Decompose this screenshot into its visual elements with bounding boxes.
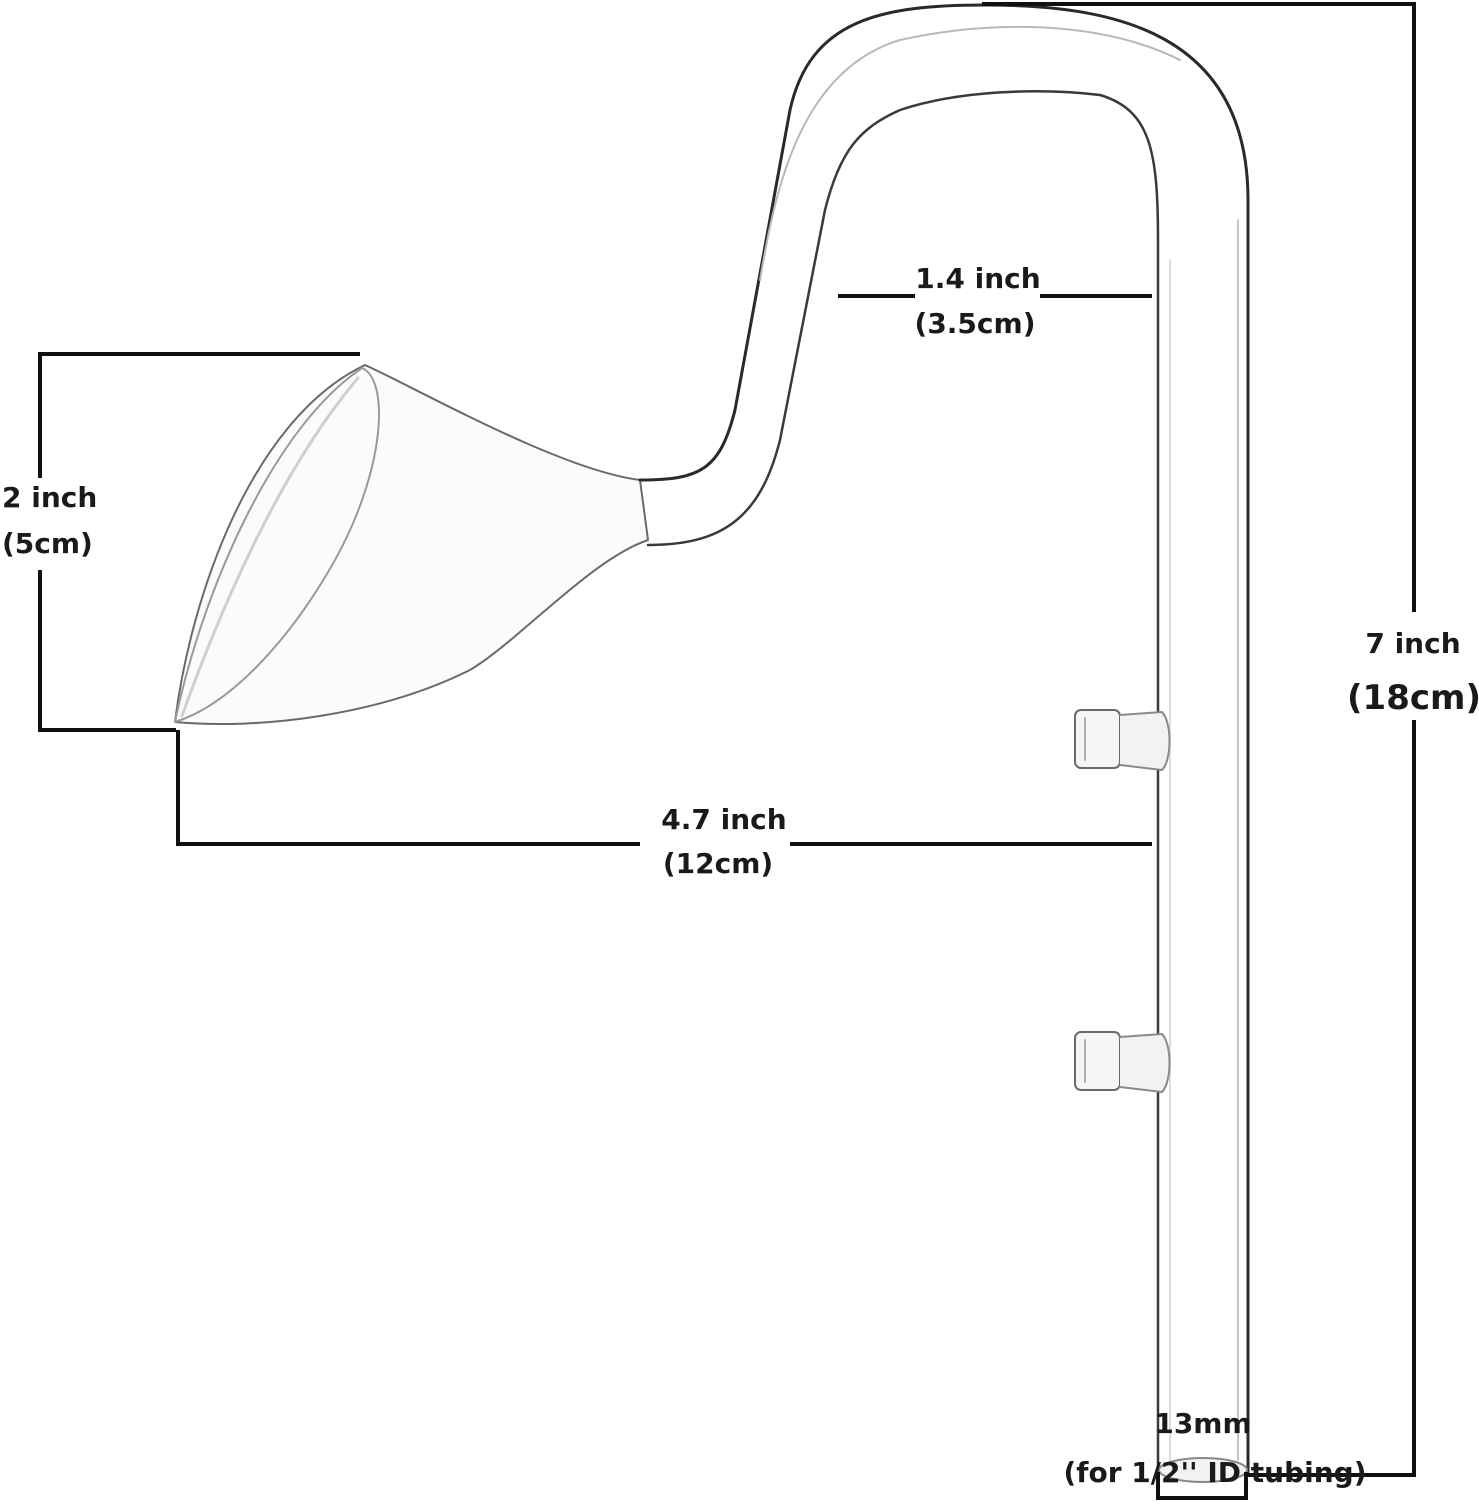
tube-diameter-label: 13mm <box>1154 1407 1252 1440</box>
dimension-lines <box>38 2 1416 1500</box>
funnel-diameter-label: 2 inch <box>2 481 98 514</box>
total-height-label: 7 inch <box>1365 627 1461 660</box>
height-bracket-top <box>982 2 1416 612</box>
height-bracket-bottom <box>1246 720 1416 1477</box>
funnel-body <box>174 364 649 726</box>
tube-diameter-note-label: (for 1/2'' ID tubing) <box>1063 1456 1367 1489</box>
funnel-bracket-top <box>38 352 360 478</box>
inlet-nozzle-lower <box>1074 1031 1171 1093</box>
tube-bottom-opening <box>1158 1457 1248 1483</box>
total-height-metric-label: (18cm) <box>1347 678 1479 718</box>
funnel-bracket-bottom <box>38 570 176 732</box>
horizontal-reach-label: 4.7 inch <box>661 803 787 836</box>
reach-bracket-left <box>176 730 640 846</box>
tube-inner <box>646 90 1160 1477</box>
funnel-rim <box>174 367 380 723</box>
top-gap-metric-label: (3.5cm) <box>914 307 1036 340</box>
glass-pipe <box>174 3 1250 1483</box>
tube-outer <box>638 3 1250 1477</box>
funnel-diameter-metric-label: (5cm) <box>2 527 93 560</box>
top-gap-label: 1.4 inch <box>915 262 1041 295</box>
horizontal-reach-metric-label: (12cm) <box>662 847 774 880</box>
inlet-nozzle-upper <box>1074 709 1171 771</box>
